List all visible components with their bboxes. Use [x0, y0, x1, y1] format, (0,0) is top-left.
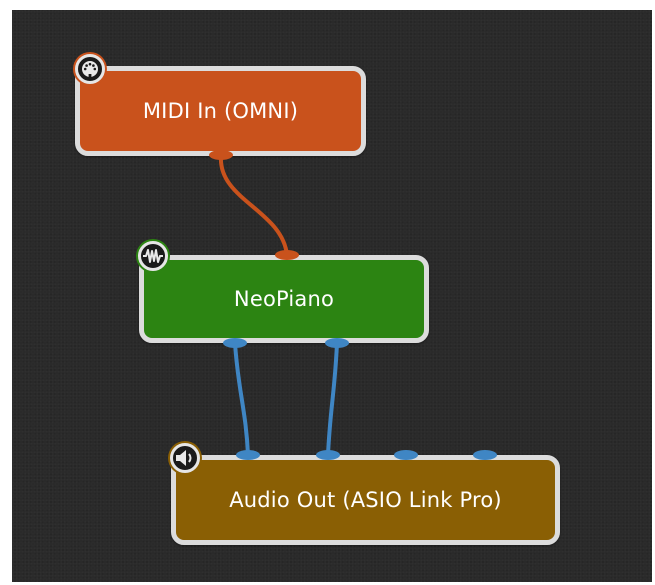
audio-out-input-port-2[interactable]	[316, 450, 340, 460]
node-label: MIDI In (OMNI)	[142, 99, 299, 123]
audio-connection-wire-right[interactable]	[326, 341, 339, 457]
audio-out-input-port-1[interactable]	[236, 450, 260, 460]
node-label: Audio Out (ASIO Link Pro)	[229, 488, 502, 512]
node-neopiano[interactable]: NeoPiano	[139, 255, 429, 343]
speaker-icon	[170, 443, 200, 473]
midi-connection-wire[interactable]	[218, 154, 289, 257]
neopiano-midi-input-port[interactable]	[275, 250, 299, 260]
neopiano-audio-output-port-2[interactable]	[325, 338, 349, 348]
node-label: NeoPiano	[233, 287, 335, 311]
graph-canvas[interactable]: MIDI In (OMNI) NeoPiano Audio Out (ASIO …	[12, 10, 652, 582]
waveform-icon	[138, 241, 168, 271]
midi-in-output-port[interactable]	[209, 150, 233, 160]
audio-out-input-port-4[interactable]	[473, 450, 497, 460]
neopiano-audio-output-port-1[interactable]	[223, 338, 247, 348]
node-midi-in[interactable]: MIDI In (OMNI)	[75, 66, 366, 156]
node-audio-out[interactable]: Audio Out (ASIO Link Pro)	[171, 455, 560, 545]
audio-out-input-port-3[interactable]	[394, 450, 418, 460]
midi-connector-icon	[75, 54, 105, 84]
connections-layer	[209, 150, 497, 460]
audio-connection-wire-left[interactable]	[233, 341, 250, 457]
